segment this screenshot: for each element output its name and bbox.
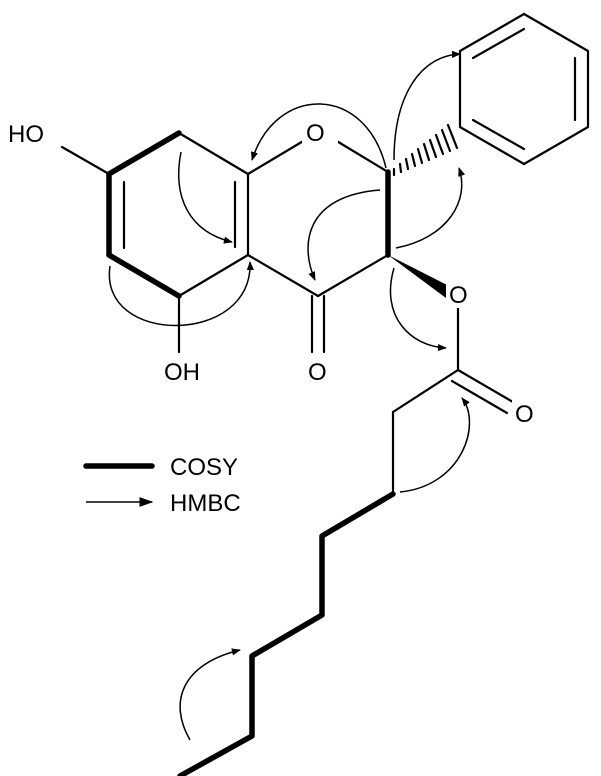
atom-label-o-carbonyl: O [308, 359, 327, 386]
hmbc-arrow-c2-to-phenyl-top [393, 50, 461, 161]
hmbc-correlations [108, 50, 471, 741]
bond-c7-oh [60, 145, 111, 176]
hmbc-arrow-c2-to-c4 [307, 189, 381, 281]
bond-c3-c4 [316, 253, 390, 298]
atom-label-o-ester: O [449, 282, 468, 309]
bond-o1-c2 [333, 138, 390, 174]
hmbc-arrow-c2-to-c8a [251, 103, 387, 169]
atom-label-ho-7: HO [8, 121, 44, 148]
bond-c4-c4a [246, 253, 320, 298]
ring-b-phenyl [458, 12, 590, 166]
chain-cosy [177, 491, 396, 776]
atom-labels: HO O OH O O O [6, 117, 538, 428]
ring-a [106, 130, 250, 299]
legend-hmbc-label: HMBC [170, 490, 241, 517]
hmbc-arrow-h3-to-ester-carbonyl [389, 267, 447, 352]
bond-c8a-o1 [246, 138, 307, 176]
atom-label-oh-5: OH [164, 359, 200, 386]
bond-carbonyl-o-b [450, 379, 509, 415]
atom-label-o-ring: O [306, 120, 325, 147]
hmbc-arrow-chain-terminal [179, 648, 241, 741]
bond-c4a-c5 [177, 253, 250, 298]
cosy-bond-c5-c6 [106, 252, 182, 299]
bond-c8-c8a [177, 131, 250, 176]
hmbc-arrow-h8-to-c4a [177, 151, 233, 244]
legend: COSY HMBC [83, 454, 241, 517]
atom-label-o-ester-carbonyl: O [515, 401, 534, 428]
ring-c [246, 138, 391, 354]
hmbc-arrow-c3-to-phenyl-ipso [395, 167, 466, 249]
legend-cosy-label: COSY [170, 454, 238, 481]
bold-wedge-c3-o [388, 255, 453, 298]
bond-c1p-c2p [391, 368, 460, 414]
bond-carbonyl-o-a [456, 368, 515, 404]
hmbc-arrow-h3p-to-ester-carbonyl [399, 397, 471, 493]
hashed-wedge-c2-phenyl [392, 123, 459, 177]
hmbc-arrow-h6-to-c4a [108, 261, 254, 327]
cosy-bond-c7-c8 [106, 130, 182, 177]
